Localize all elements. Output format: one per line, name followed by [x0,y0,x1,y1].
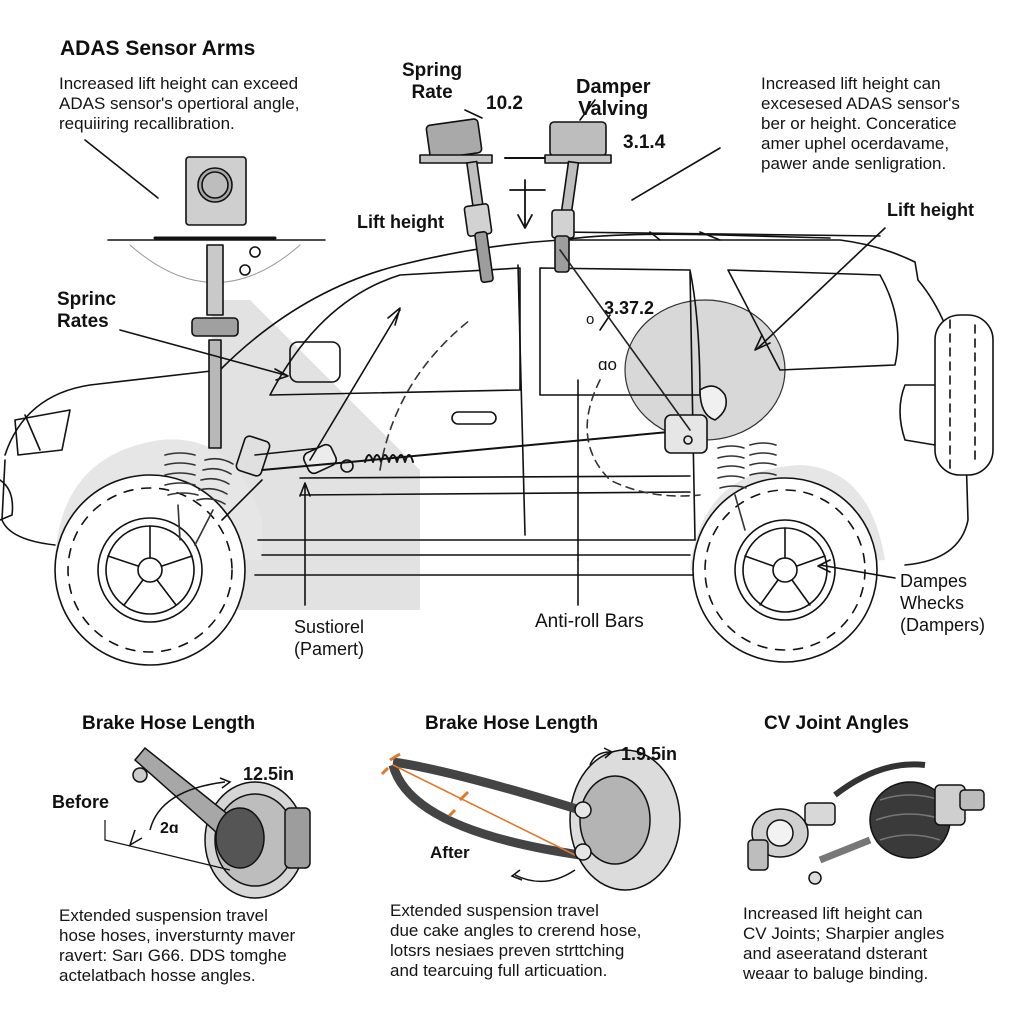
panel-after-title: Brake Hose Length [425,713,599,734]
description-line: and tearcuing full articuation. [390,961,608,980]
description-line: requiiring recallibration. [59,114,235,133]
description-line: excesesed ADAS sensor's [761,94,960,113]
damper-valving-value: 3.1.4 [623,132,666,153]
brake-hose-before-art [104,746,311,899]
label-line: Sustiorel [294,617,365,637]
description-line: amer uphel ocerdavame, [761,134,950,153]
front-wheel [54,474,246,666]
leader-spring-rates [119,329,289,381]
label-line: Whecks [900,593,965,613]
label-line: Spring [402,60,463,81]
rear-coil-springs [717,442,777,531]
lift-height-center-label: Lift height [357,212,444,232]
damper-valving-label: Damper Valving [576,76,650,120]
label-line: Dampes [900,571,968,591]
description-line: and aseeratand dsterant [743,944,928,963]
cv-joint-description: Increased lift height can CV Joints; Sha… [743,904,944,984]
rear-suspension-links [664,385,728,454]
leader-lift-height-center [309,307,401,461]
label-line: Rate [411,82,453,103]
before-measure: 12.5in [243,764,295,784]
description-line: ravert: Sarı G66. DDS tomghe [59,946,287,965]
angle-mark: ɑo [598,355,617,374]
leader-adas-arm [84,139,159,199]
description-line: Extended suspension travel [390,901,599,920]
leader-damper-valving [579,99,596,121]
label-line: Valving [578,98,649,120]
description-line: ber or height. Conceratice [761,114,957,133]
lift-height-right-label: Lift height [887,200,974,220]
panel-after-description: Extended suspension travel due cake angl… [390,901,641,981]
description-line: Increased lift height can [743,904,923,923]
description-line: ADAS sensor's opertioral angle, [59,94,300,113]
label-line: (Pamert) [294,639,365,659]
description-line: actelatbach hosse angles. [59,966,256,985]
adas-sensor-arm [107,156,326,449]
angle-mark: o [586,311,595,328]
description-line: hose hoses, inversturnty maver [59,926,296,945]
panel-before-title: Brake Hose Length [82,713,256,734]
description-line: Extended suspension travel [59,906,268,925]
description-line: due cake angles to crerend hose, [390,921,642,940]
spring-rate-shock [419,118,494,284]
lift-arrow [509,179,546,229]
after-measure: 1.9.5in [621,744,678,764]
before-angle: 2ɑ [160,820,179,837]
description-line: pawer ande senligration. [761,154,947,173]
panel-before-description: Extended suspension travel hose hoses, i… [59,906,295,986]
label-line: Rates [57,311,109,332]
anti-roll-bars-label: Anti-roll Bars [535,611,644,632]
label-line: Damper [576,76,651,98]
suspension-label: Sustiorel (Pamert) [294,616,364,660]
adas-sensor-arms-title: ADAS Sensor Arms [60,37,256,60]
label-line: (Dampers) [900,615,986,635]
spring-rate-value: 10.2 [486,93,523,114]
brake-hose-after-art [380,747,681,891]
damper-valving-shock [544,121,612,273]
cv-joint-art [747,761,985,885]
description-line: weaar to baluge binding. [743,964,929,983]
description-line: CV Joints; Sharpier angles [743,924,945,943]
cv-joint-title: CV Joint Angles [764,713,909,734]
before-label: Before [52,792,110,812]
spring-rates-label: Sprinc Rates [57,289,116,333]
vehicle-body [0,231,994,576]
description-line: Increased lift height can exceed [59,74,299,93]
angle-value: 3.37.2 [604,298,655,318]
leader-dampers [817,559,896,579]
description-line: Increased lift height can [761,74,941,93]
leader-top-right [631,147,721,201]
dampers-label: Dampes Whecks (Dampers) [900,570,985,636]
description-line: lotsrs nesiaes preven strttching [390,941,625,960]
leader-spring-rate [464,109,483,119]
spring-rate-label: Spring Rate [402,60,462,104]
lift-height-description: Increased lift height can excesesed ADAS… [761,74,960,174]
adas-sensor-arms-description: Increased lift height can exceed ADAS se… [59,74,299,134]
front-suspension-links [221,429,691,521]
front-coil-springs [164,452,234,546]
after-label: After [430,843,470,862]
leader-suspension [299,482,311,606]
leader-lift-height-right [754,227,886,351]
label-line: Sprinc [57,289,117,310]
rear-wheel [692,477,878,663]
